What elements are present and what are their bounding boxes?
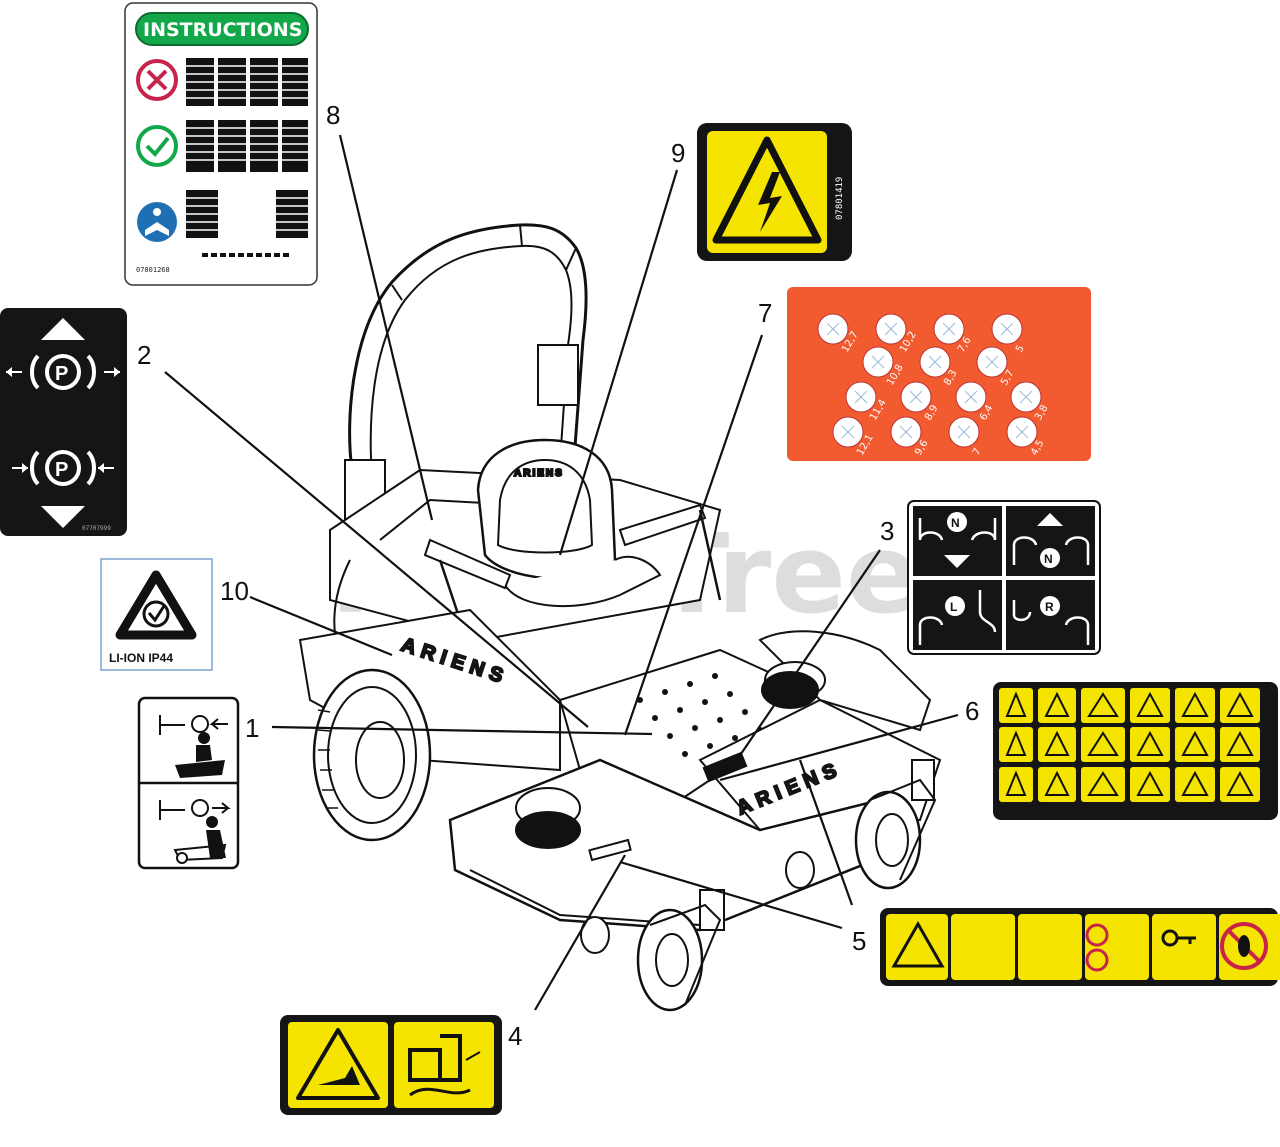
lightning-icon (712, 136, 822, 244)
gauge-crosshair (985, 355, 999, 369)
warning-triangle-icon (1005, 691, 1027, 717)
warning-triangle-icon (1226, 691, 1254, 717)
safety-bar-cell (1152, 914, 1216, 980)
callout-1: 1 (245, 713, 259, 743)
seat-brand: ARIENS (514, 468, 564, 479)
warning-triangle-icon (1226, 770, 1254, 796)
gauge-crosshair (928, 355, 942, 369)
safety-bar-cell (1018, 914, 1082, 980)
callout-7: 7 (758, 298, 772, 328)
key-icon (1161, 929, 1196, 947)
callout-3: 3 (880, 516, 894, 546)
warning-triangle-icon (1087, 692, 1119, 717)
callout-5: 5 (852, 926, 866, 956)
gauge-crosshair (942, 322, 956, 336)
decal-electrical: 07801419 (697, 123, 852, 261)
callout-9: 9 (671, 138, 685, 168)
gauge-crosshair (1000, 322, 1014, 336)
no-icon-bar (1085, 923, 1109, 972)
warning-triangle-icon (1181, 730, 1209, 756)
decal-safety-strip (993, 682, 1278, 820)
steering-label-left: L (950, 600, 957, 614)
callout-8: 8 (326, 100, 340, 130)
gauge-crosshair (826, 322, 840, 336)
no-step-icon (1220, 922, 1268, 970)
certification-text: LI-ION IP44 (109, 651, 173, 665)
warning-triangle-icon (1005, 730, 1027, 756)
brake-part-no: 07707999 (82, 525, 111, 532)
check-icon (136, 125, 178, 167)
read-manual-icon (137, 202, 177, 242)
warning-triangle-icon (1044, 770, 1070, 796)
safety-cell (1081, 688, 1125, 723)
steering-label-right: R (1045, 600, 1054, 614)
warning-triangle-icon (1136, 730, 1164, 756)
decal-certification: LI-ION IP44 (100, 558, 213, 671)
decal-instructions: INSTRUCTIONS 07801268 (124, 2, 318, 286)
safety-bar-cell (1085, 914, 1149, 980)
callouts: 1 2 3 4 5 6 7 8 9 10 (137, 100, 979, 1051)
safety-cell (1081, 727, 1125, 762)
decal-safety-bar (880, 691, 1280, 986)
callout-4: 4 (508, 1021, 522, 1051)
brake-symbol-bottom: P (55, 459, 68, 481)
gauge-crosshair (957, 425, 971, 439)
warning-triangle-icon (1136, 770, 1164, 796)
decal-operator-presence (137, 696, 240, 870)
safety-cells (999, 688, 1260, 802)
leader-lines (164, 134, 959, 1011)
warning-triangle-icon (1087, 731, 1119, 756)
decal-blade-warning (280, 1015, 502, 1115)
warning-triangle-icon (1005, 770, 1027, 796)
warning-triangle-icon (1044, 691, 1070, 717)
brake-symbol-top: P (55, 363, 68, 385)
gauge-crosshair (909, 390, 923, 404)
warning-triangle-icon (1181, 770, 1209, 796)
gauge-crosshair (1015, 425, 1029, 439)
callout-10: 10 (220, 576, 249, 606)
no-icon (136, 59, 178, 101)
gauge-value: 7 (971, 446, 984, 457)
decal-parking-brake: P P 07707999 (0, 308, 127, 536)
instructions-part-no: 07801268 (136, 266, 170, 274)
gauge-crosshair (841, 425, 855, 439)
warning-triangle-icon (891, 920, 945, 968)
warning-triangle-icon (1044, 730, 1070, 756)
instruction-text-lines (186, 65, 308, 231)
safety-cell (1081, 767, 1125, 802)
safety-bar-cell (951, 914, 1015, 980)
gauge-crosshair (854, 390, 868, 404)
callout-2: 2 (137, 340, 151, 370)
gauge-crosshair (884, 322, 898, 336)
safety-bar-cell (886, 914, 948, 980)
warning-triangle-icon (1087, 771, 1119, 796)
gauge-crosshair (964, 390, 978, 404)
warning-triangle-icon (1181, 691, 1209, 717)
steering-label-neutral-2: N (1044, 552, 1053, 566)
instructions-title: INSTRUCTIONS (143, 19, 302, 41)
warning-triangle-icon (1226, 730, 1254, 756)
gauge-crosshair (899, 425, 913, 439)
gauge-value: 5 (1014, 343, 1027, 354)
steering-label-neutral-1: N (951, 516, 960, 530)
mower-drawing: ARIENS ARIENS ARIENS (298, 223, 942, 1012)
callout-6: 6 (965, 696, 979, 726)
arrow-down-icon (41, 506, 85, 528)
decal-steering: N N L R (907, 500, 1101, 655)
arrow-up-icon (41, 318, 85, 340)
gauge-crosshair (871, 355, 885, 369)
electrical-part-no: 07801419 (835, 177, 845, 220)
bar-cells (886, 914, 1280, 980)
warning-triangle-icon (1136, 691, 1164, 717)
gauge-crosshair (1019, 390, 1033, 404)
